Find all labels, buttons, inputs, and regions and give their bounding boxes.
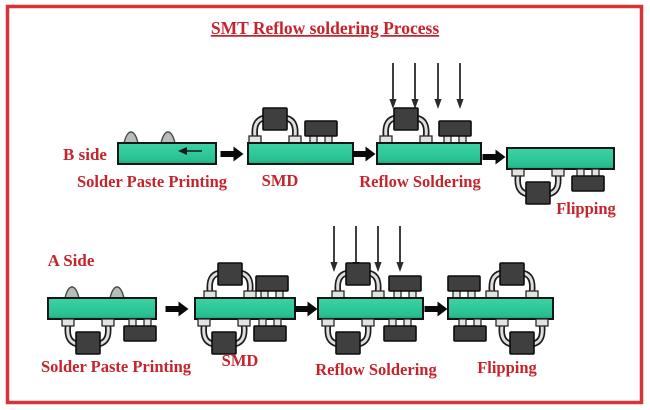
a-step-solder-paste: Solder Paste Printing <box>41 286 192 376</box>
heat-arrow-icon <box>329 225 339 273</box>
paste-bump <box>123 131 139 144</box>
pcb-board <box>317 297 424 320</box>
pcb-board <box>194 297 296 320</box>
flow-arrow-icon <box>424 301 448 317</box>
step-label-reflow: Reflow Soldering <box>315 360 437 379</box>
b-side-label: B side <box>63 145 107 164</box>
chip-component <box>255 275 289 299</box>
diagram-border <box>5 4 644 405</box>
pcb-board <box>247 142 354 165</box>
step-label-reflow: Reflow Soldering <box>359 172 481 191</box>
flow-arrow-icon <box>220 146 244 162</box>
step-label-smd: SMD <box>222 351 259 370</box>
chip-component <box>388 275 422 299</box>
b-step-reflow: Reflow Soldering <box>359 62 482 191</box>
a-step-flipping: Flipping <box>447 263 554 377</box>
heat-arrow-icon <box>388 62 398 110</box>
flow-arrow-icon <box>352 146 376 162</box>
transistor-component <box>204 263 256 298</box>
chip-component <box>438 120 472 144</box>
paste-bump <box>64 286 80 299</box>
chip-component <box>253 318 287 342</box>
b-side-row: B side Solder Paste Printing SMD <box>63 62 617 218</box>
pcb-board <box>506 147 615 170</box>
transistor-component <box>62 319 114 354</box>
a-step-smd: SMD <box>194 263 296 370</box>
step-label-flipping: Flipping <box>556 199 616 218</box>
step-label-solder-paste: Solder Paste Printing <box>77 172 228 191</box>
chip-component <box>453 318 487 342</box>
transistor-component <box>332 263 384 298</box>
chip-component <box>571 168 605 192</box>
heat-arrow-icon <box>433 62 443 110</box>
chip-component <box>383 318 417 342</box>
heat-arrow-icon <box>373 225 383 273</box>
diagram-title: SMT Reflow soldering Process <box>211 18 439 38</box>
b-step-smd: SMD <box>247 108 354 190</box>
transistor-component <box>486 263 538 298</box>
paste-bump <box>160 131 176 144</box>
a-side-row: A Side Solder Paste Printing SMD <box>41 225 554 379</box>
flow-arrow-icon <box>294 301 318 317</box>
chip-component <box>447 275 481 299</box>
flow-arrow-icon <box>165 301 189 317</box>
pcb-board <box>117 142 217 165</box>
transistor-component <box>198 319 250 354</box>
heat-arrow-icon <box>395 225 405 273</box>
transistor-component <box>249 108 301 143</box>
chip-component <box>304 120 338 144</box>
pcb-board <box>447 297 554 320</box>
step-label-smd: SMD <box>262 171 299 190</box>
paste-bump <box>109 286 125 299</box>
b-step-solder-paste: Solder Paste Printing <box>77 131 228 191</box>
chip-component <box>123 318 157 342</box>
transistor-component <box>496 319 548 354</box>
transistor-component <box>380 108 432 143</box>
a-step-reflow: Reflow Soldering <box>315 225 437 379</box>
a-side-label: A Side <box>48 251 95 270</box>
b-step-flipping: Flipping <box>506 147 617 218</box>
flow-arrow-icon <box>482 149 506 165</box>
heat-arrow-icon <box>455 62 465 110</box>
pcb-board <box>47 297 157 320</box>
pcb-board <box>376 142 482 165</box>
heat-arrow-icon <box>410 62 420 110</box>
step-label-solder-paste: Solder Paste Printing <box>41 357 192 376</box>
step-label-flipping: Flipping <box>477 358 537 377</box>
transistor-component <box>322 319 374 354</box>
